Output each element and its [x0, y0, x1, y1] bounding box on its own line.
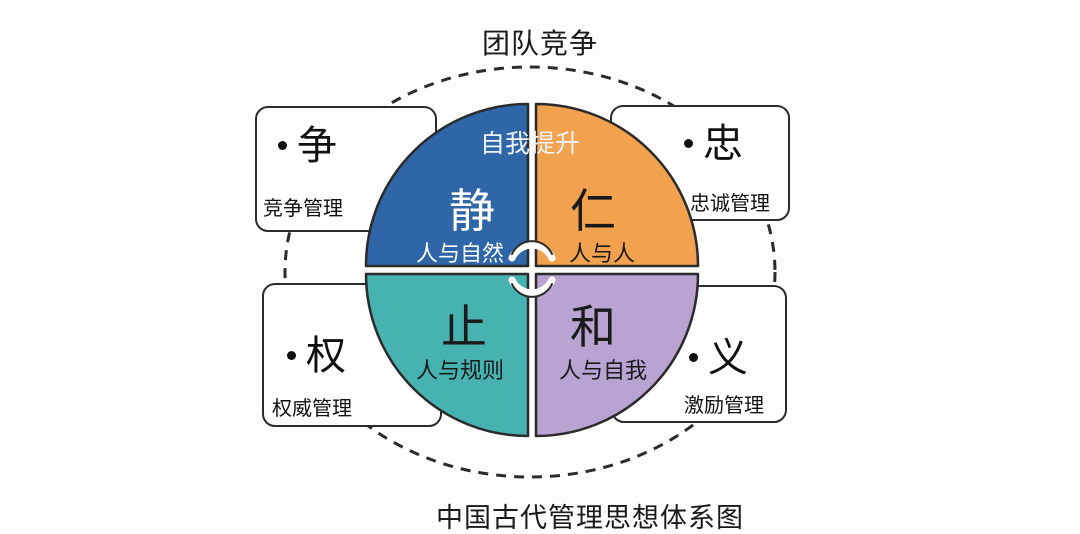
quadrant-top-right: [534, 102, 700, 268]
quadrant-label-jing: 人与自然: [415, 242, 504, 267]
center-top-label: 自我提升: [479, 129, 580, 158]
box-label-zheng: 竞争管理: [263, 196, 343, 220]
box-label-zhong: 忠诚管理: [690, 191, 770, 215]
box-char-yi: 义: [689, 336, 748, 380]
box-char-zheng: 争: [278, 124, 337, 168]
outer-dashed-ring: [283, 65, 777, 479]
quadrant-char-ren: 仁: [570, 184, 616, 238]
quadrant-char-zhi: 止: [441, 300, 487, 354]
box-char-quan: 权: [287, 334, 346, 378]
bullet-dot-icon: [278, 140, 287, 150]
quadrant-label-ren: 人与人: [568, 242, 635, 267]
box-label-quan: 权威管理: [272, 396, 352, 420]
bullet-dot-icon: [689, 352, 698, 362]
quadrant-label-he: 人与自我: [558, 359, 647, 384]
box-label-yi: 激励管理: [684, 393, 764, 417]
bullet-dot-icon: [684, 138, 693, 148]
quadrant-bottom-left: [364, 272, 530, 438]
quadrant-label-zhi: 人与规则: [415, 359, 504, 384]
quadrant-top-left: [364, 102, 530, 268]
center-swirl-icon: [508, 240, 556, 298]
quadrant-char-he: 和: [570, 300, 616, 354]
quadrant-char-jing: 静: [449, 184, 495, 238]
box-char-zhong: 忠: [684, 122, 743, 166]
top-title: 团队竞争: [481, 27, 598, 60]
diagram-caption: 中国古代管理思想体系图: [436, 503, 744, 534]
bullet-dot-icon: [287, 350, 296, 360]
quadrant-bottom-right: [534, 272, 700, 438]
